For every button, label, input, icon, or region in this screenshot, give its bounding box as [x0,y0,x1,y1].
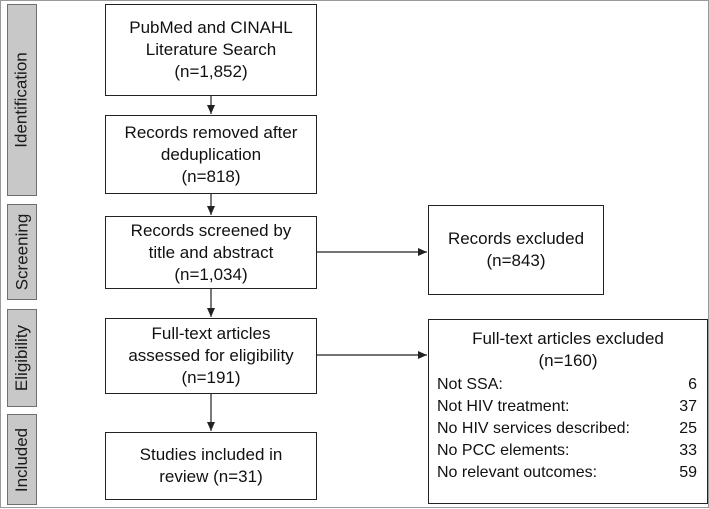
box-count: (n=191) [181,368,241,387]
exclusion-reason-row: Not SSA: 6 [437,374,699,396]
box-count: (n=160) [538,351,598,370]
exclusion-reason-label: No PCC elements: [437,442,570,459]
exclusion-reason-value: 25 [679,420,697,437]
exclusion-reason-label: Not SSA: [437,376,503,393]
box-line: Literature Search [145,40,277,59]
box-line: Full-text articles [151,324,271,343]
exclusion-reason-value: 59 [679,464,697,481]
box-line: PubMed and CINAHL [129,18,293,37]
box-line: Records removed after [124,122,298,142]
box-line: title and abstract [148,242,274,262]
box-line: Records excluded [447,229,585,248]
exclusion-reason-row: No HIV services described: 25 [437,418,699,440]
phase-label-screening: Screening [7,204,37,300]
box-records-excluded: Records excluded (n=843) [428,205,604,295]
box-line: Records screened by [130,220,292,240]
exclusion-reason-value: 33 [679,442,697,459]
box-count: (n=843) [486,251,546,270]
box-fulltext-assessed: Full-text articles assessed for eligibil… [105,318,317,394]
exclusion-reason-label: No HIV services described: [437,420,630,437]
box-fulltext-excluded: Full-text articles excluded (n=160) Not … [428,319,708,504]
box-studies-included: Studies included in review (n=31) [105,432,317,500]
box-title: Full-text articles excluded [472,329,664,348]
exclusion-reason-value: 37 [679,398,697,415]
box-count: (n=1,034) [174,264,248,284]
box-count: (n=1,852) [174,62,248,81]
exclusion-reason-value: 6 [688,376,697,393]
box-line: Studies included in [139,445,283,464]
phase-label-included: Included [7,414,37,505]
box-line: review (n=31) [159,467,263,486]
box-records-screened: Records screened by title and abstract (… [105,216,317,289]
box-literature-search: PubMed and CINAHL Literature Search (n=1… [105,4,317,96]
exclusion-reason-label: Not HIV treatment: [437,398,570,415]
box-line: assessed for eligibility [128,346,294,365]
box-count: (n=818) [181,166,241,186]
exclusion-reason-label: No relevant outcomes: [437,464,598,481]
box-deduplication: Records removed after deduplication (n=8… [105,115,317,194]
exclusion-reasons-list: Not SSA: 6 Not HIV treatment: 37 No HIV … [429,374,707,484]
box-line: deduplication [160,144,262,164]
exclusion-reason-row: Not HIV treatment: 37 [437,396,699,418]
phase-label-eligibility: Eligibility [7,309,37,407]
exclusion-reason-row: No relevant outcomes: 59 [437,462,699,484]
phase-label-identification: Identification [7,4,37,196]
exclusion-reason-row: No PCC elements: 33 [437,440,699,462]
